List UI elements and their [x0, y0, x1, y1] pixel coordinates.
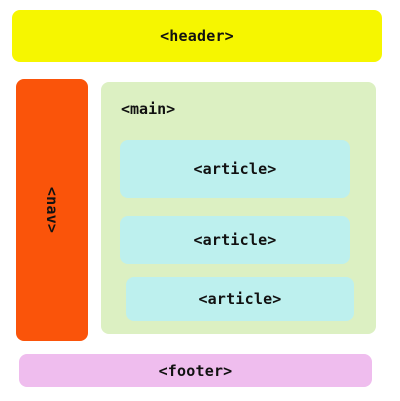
footer-label: <footer> — [158, 361, 233, 380]
main-label: <main> — [121, 100, 176, 118]
article-label: <article> — [193, 160, 277, 178]
nav-box: <nav> — [16, 79, 88, 341]
footer-box: <footer> — [19, 354, 372, 387]
article-box: <article> — [120, 216, 350, 264]
nav-label: <nav> — [43, 186, 61, 234]
article-label: <article> — [198, 290, 282, 308]
header-box: <header> — [12, 10, 382, 62]
article-label: <article> — [193, 231, 277, 249]
article-box: <article> — [126, 277, 354, 321]
header-label: <header> — [160, 27, 234, 45]
article-box: <article> — [120, 140, 350, 198]
